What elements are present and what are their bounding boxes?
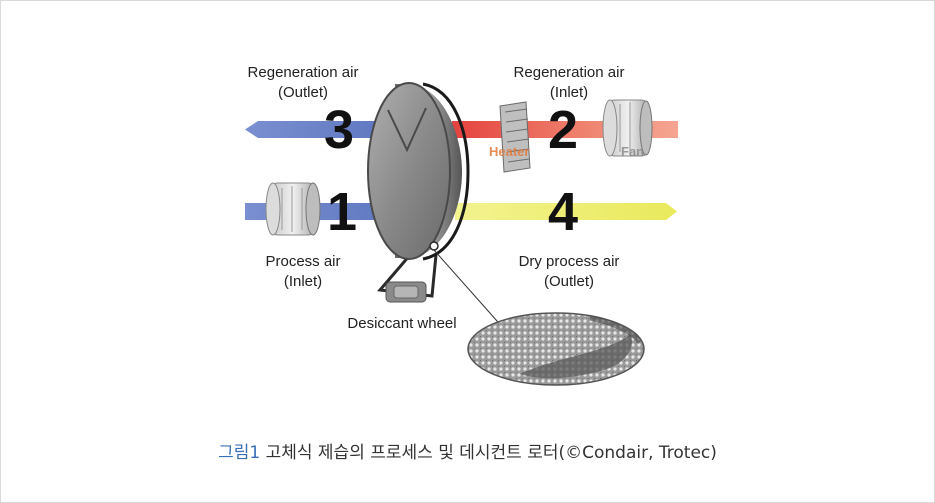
desiccant-diagram: Regeneration air (Outlet) Regeneration a… [245,64,678,386]
fan-label: Fan [621,144,645,159]
regen-outlet-arrow [245,121,385,138]
caption-text: 고체식 제습의 프로세스 및 데시컨트 로터(©Condair, Trotec) [260,443,717,463]
step-number-2: 2 [548,100,579,160]
step-number-1: 1 [327,182,358,242]
desiccant-wheel-label: Desiccant wheel [347,315,457,332]
honeycomb-magnifier [467,312,645,386]
process-fan-icon [265,182,321,236]
step-number-4: 4 [548,182,579,242]
regen-inlet-label: Regeneration air (Inlet) [513,64,625,101]
figure-caption: 그림1 고체식 제습의 프로세스 및 데시컨트 로터(©Condair, Tro… [0,438,935,463]
dry-outlet-label: Dry process air (Outlet) [518,253,620,290]
diagram-canvas [245,82,678,386]
magnifier-leader-line [433,249,506,331]
figure-number: 그림1 [218,443,261,463]
regen-fan-icon [602,99,653,157]
process-inlet-label: Process air (Inlet) [265,253,341,290]
heater-icon [499,101,531,173]
step-number-3: 3 [324,100,355,160]
heater-label: Heater [489,144,530,159]
dry-outlet-arrow [455,203,677,220]
regen-outlet-label: Regeneration air (Outlet) [247,64,359,101]
desiccant-wheel-icon [367,82,470,303]
